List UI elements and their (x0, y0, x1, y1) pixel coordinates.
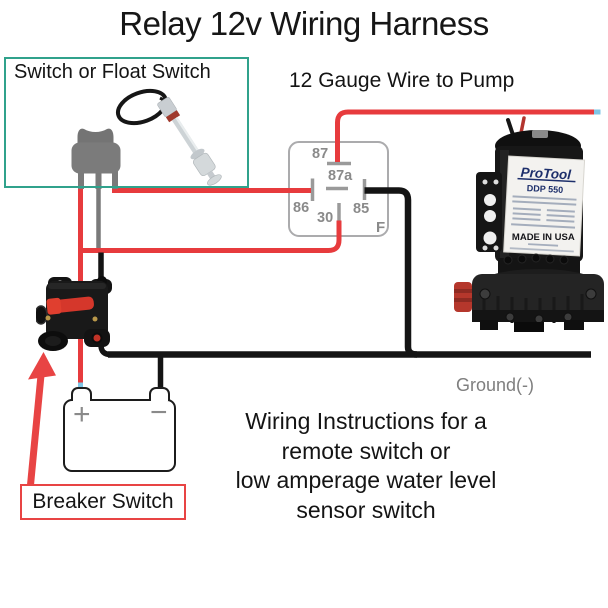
battery-plus-sign: + (73, 398, 91, 431)
relay-pin-86-label: 86 (293, 200, 310, 216)
battery-negative-terminal (149, 387, 170, 401)
relay-pin-87a-label: 87a (328, 168, 353, 184)
circuit-breaker-icon (36, 276, 112, 351)
relay-pin-30-label: 30 (317, 210, 334, 226)
pump-brand: ProTool (520, 165, 571, 183)
battery-minus-sign: − (150, 396, 168, 429)
rocker-switch-icon (71, 128, 121, 189)
pump-origin: MADE IN USA (512, 232, 575, 243)
page-title: Relay 12v Wiring Harness (119, 5, 489, 42)
wire-30-to-junction (78, 220, 342, 253)
pump-model: DDP 550 (527, 183, 564, 195)
switch-float-box (4, 57, 249, 188)
instructions-line-2: remote switch or (281, 437, 451, 464)
switch-box-label: Switch or Float Switch (14, 61, 211, 83)
relay-corner-label: F (376, 219, 386, 236)
ground-label: Ground(-) (456, 375, 535, 395)
pump-icon: ProTool DDP 550 MADE IN USA (454, 116, 604, 332)
pump-label: ProTool DDP 550 MADE IN USA (503, 155, 586, 257)
breaker-pointer-arrow (27, 352, 56, 486)
relay-pin-85-label: 85 (353, 201, 370, 217)
instructions-line-4: sensor switch (296, 496, 436, 523)
pump-head (454, 253, 604, 332)
wire-85-to-ground (364, 187, 418, 358)
pump-bracket (476, 172, 502, 252)
wire-87-to-pump (335, 109, 594, 162)
battery (63, 399, 176, 472)
instructions-text: Wiring Instructions for a remote switch … (198, 407, 534, 525)
breaker-switch-callout: Breaker Switch (20, 484, 186, 520)
float-switch-icon (115, 88, 222, 186)
instructions-line-1: Wiring Instructions for a (245, 408, 487, 434)
battery-positive-terminal (71, 387, 92, 401)
wire-to-pump-caption: 12 Gauge Wire to Pump (289, 69, 515, 92)
instructions-line-3: low amperage water level (235, 467, 497, 493)
relay-pin-87-label: 87 (312, 146, 329, 162)
